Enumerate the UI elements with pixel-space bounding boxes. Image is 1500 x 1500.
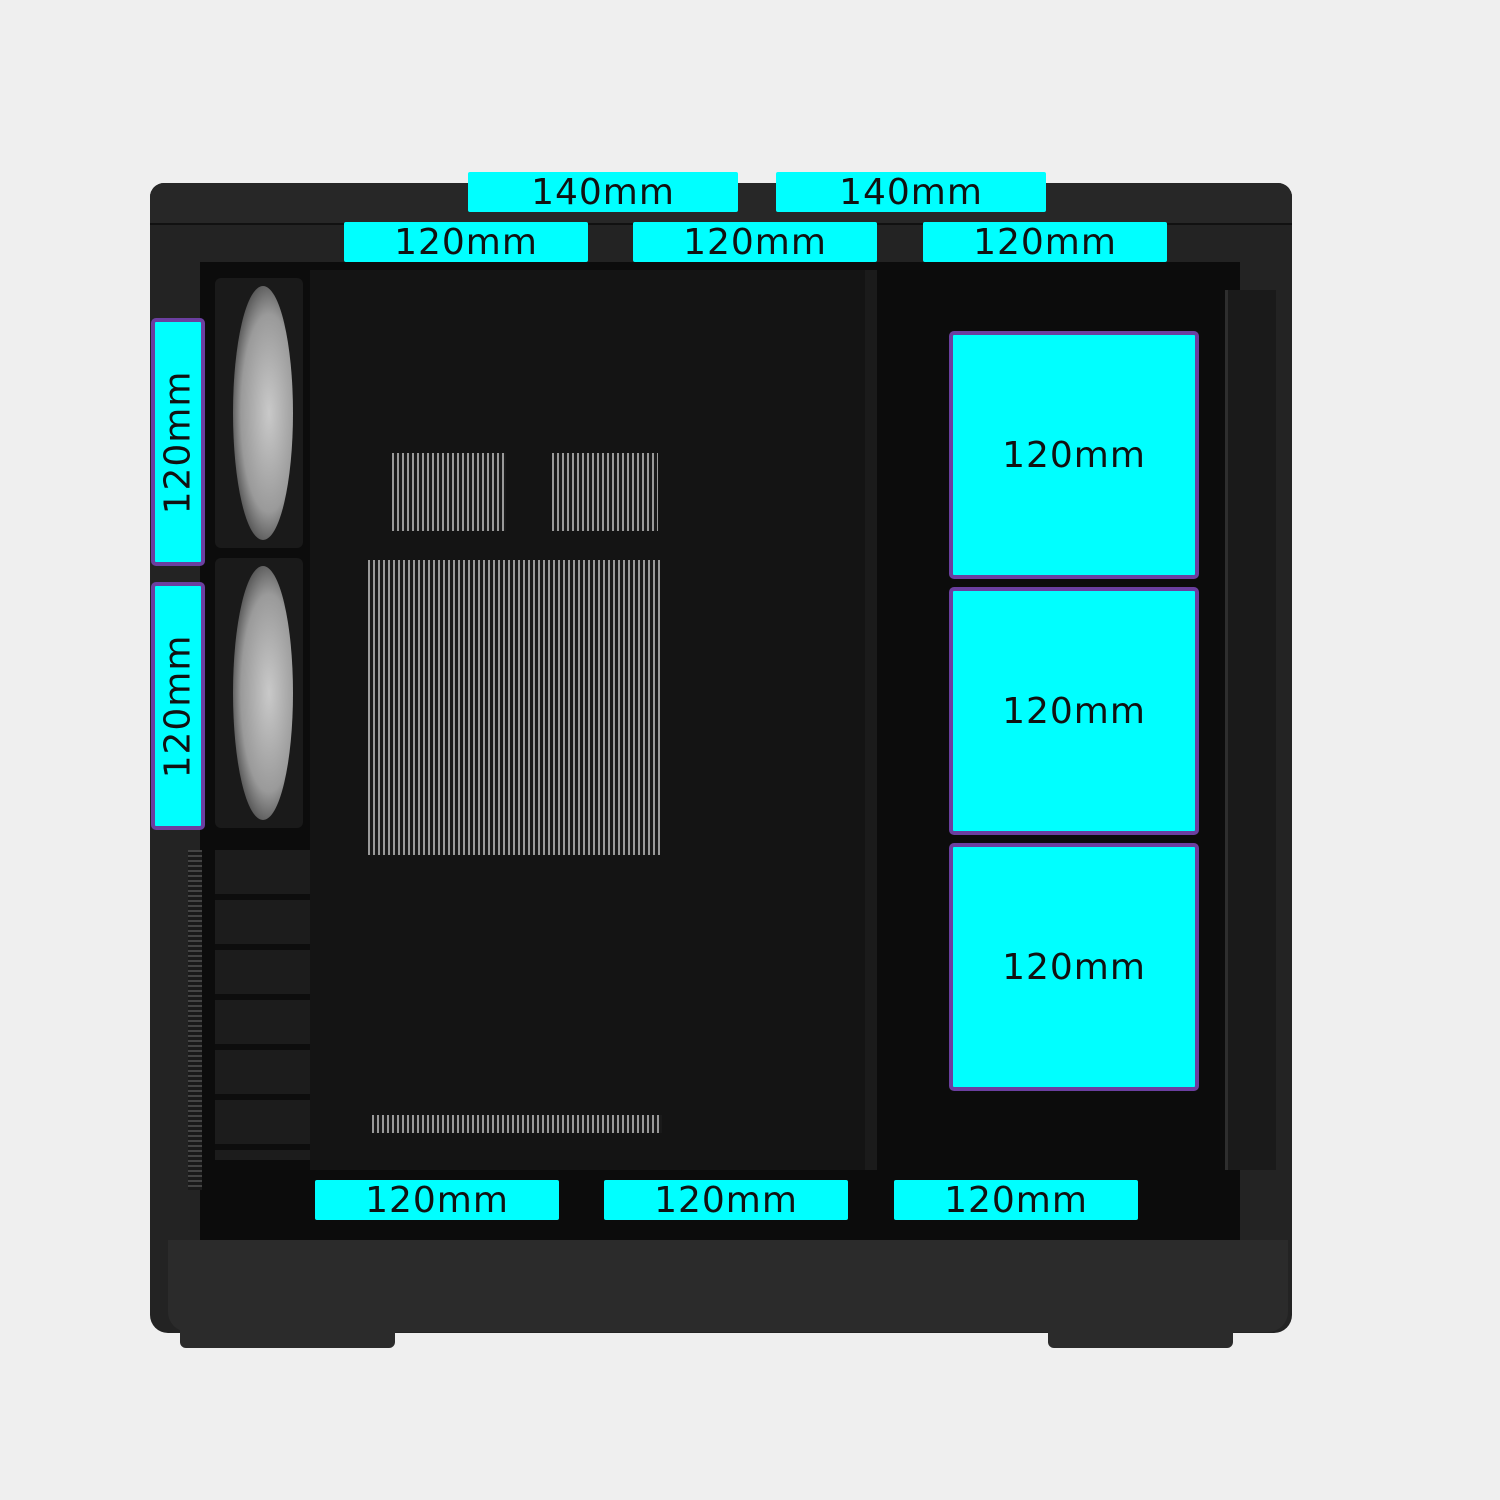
rear-fan-bottom xyxy=(215,558,303,828)
top-fan-140-label-1: 140mm xyxy=(468,171,738,213)
bottom-fan-label-3: 120mm xyxy=(894,1179,1138,1221)
label-text: 120mm xyxy=(365,1179,509,1221)
fan-icon xyxy=(233,566,293,820)
top-fan-140-label-2: 140mm xyxy=(776,171,1046,213)
rear-fan-label-2: 120mm xyxy=(151,582,205,830)
side-fan-label-2: 120mm xyxy=(949,587,1199,835)
label-text: 120mm xyxy=(157,370,199,514)
top-fan-120-label-3: 120mm xyxy=(923,221,1167,263)
rear-fan-top xyxy=(215,278,303,548)
rear-fan-label-1: 120mm xyxy=(151,318,205,566)
case-foot-right xyxy=(1048,1330,1233,1348)
label-text: 120mm xyxy=(973,221,1117,263)
label-text: 120mm xyxy=(157,634,199,778)
fan-icon xyxy=(233,286,293,540)
bottom-fan-label-2: 120mm xyxy=(604,1179,848,1221)
cable-divider xyxy=(865,270,877,1170)
case-base xyxy=(168,1240,1288,1332)
label-text: 120mm xyxy=(944,1179,1088,1221)
label-text: 120mm xyxy=(654,1179,798,1221)
front-panel xyxy=(1225,290,1276,1170)
case-foot-left xyxy=(180,1330,395,1348)
rear-mesh xyxy=(188,850,202,1190)
bottom-fan-label-1: 120mm xyxy=(315,1179,559,1221)
label-text: 120mm xyxy=(1002,690,1146,732)
side-fan-label-1: 120mm xyxy=(949,331,1199,579)
label-text: 140mm xyxy=(839,171,983,213)
bottom-vent-graphic xyxy=(372,1115,662,1133)
label-text: 120mm xyxy=(683,221,827,263)
top-fan-120-label-1: 120mm xyxy=(344,221,588,263)
label-text: 120mm xyxy=(1002,946,1146,988)
label-text: 120mm xyxy=(394,221,538,263)
label-text: 120mm xyxy=(1002,434,1146,476)
top-fan-120-label-2: 120mm xyxy=(633,221,877,263)
pci-slots xyxy=(215,850,310,1160)
vent-graphic-right xyxy=(552,453,658,531)
heatsink-graphic xyxy=(368,560,660,855)
vent-graphic-left xyxy=(392,453,506,531)
side-fan-label-3: 120mm xyxy=(949,843,1199,1091)
label-text: 140mm xyxy=(531,171,675,213)
